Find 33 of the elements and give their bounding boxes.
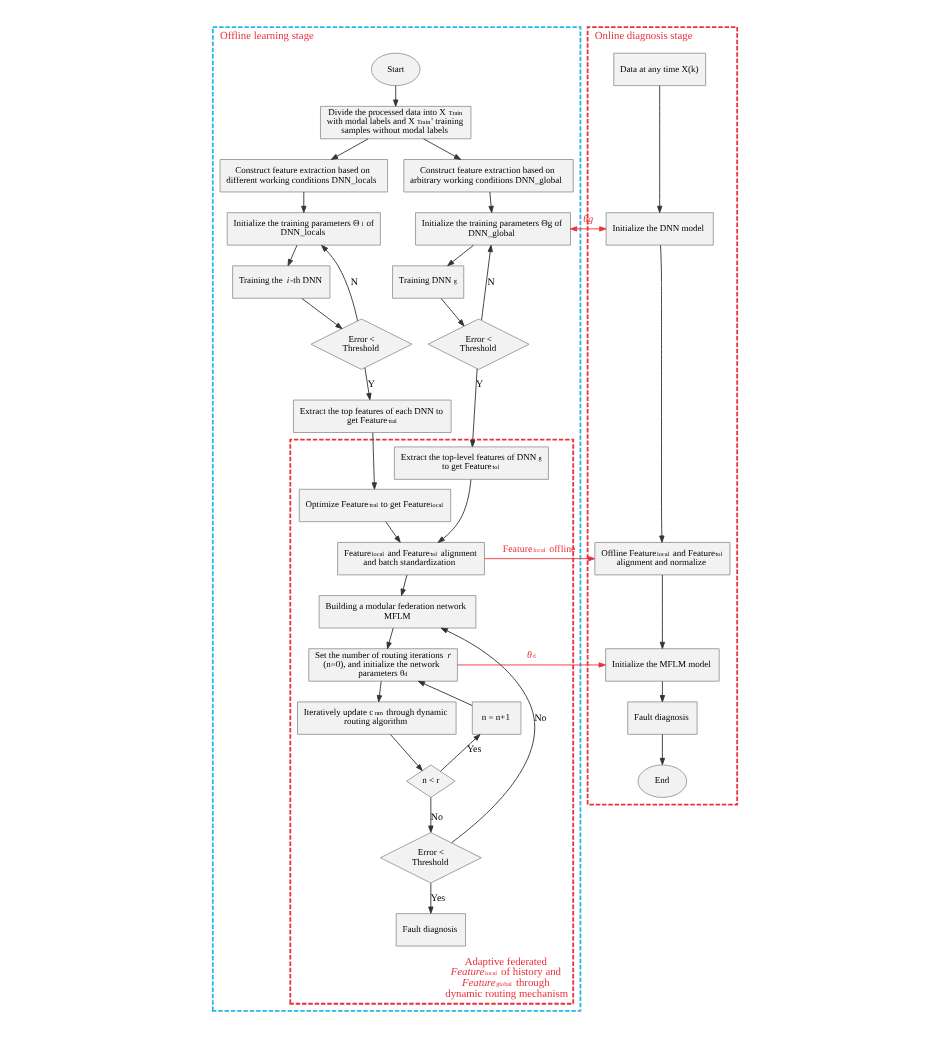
arrow: [329, 138, 368, 160]
arrow: [422, 138, 461, 160]
arrow: [300, 191, 306, 214]
arrow: [363, 367, 371, 401]
arrow: [439, 298, 464, 327]
arrow: [399, 574, 407, 596]
arrow: [320, 244, 357, 322]
arrow: [375, 680, 382, 703]
arrow: [416, 680, 472, 707]
arrow: [439, 627, 535, 844]
arrow: [286, 244, 297, 267]
arrow: [370, 432, 376, 490]
arrow: [392, 85, 398, 107]
arrow: [389, 734, 422, 772]
arrow: [483, 556, 595, 562]
arrow: [658, 734, 665, 766]
arrow: [469, 368, 477, 448]
arrow: [439, 734, 480, 772]
arrow: [487, 191, 493, 214]
arrow: [656, 85, 662, 213]
arrow: [658, 574, 665, 650]
arrow: [456, 662, 605, 668]
arrow: [427, 797, 433, 833]
arrow: [427, 882, 433, 914]
arrow: [480, 244, 492, 321]
arrow: [384, 521, 400, 543]
arrow: [446, 244, 473, 267]
arrow: [658, 680, 665, 703]
arrow: [569, 226, 606, 232]
arrow: [300, 298, 342, 330]
arrow: [385, 627, 393, 650]
arrow: [436, 479, 471, 543]
arrow: [658, 244, 664, 543]
